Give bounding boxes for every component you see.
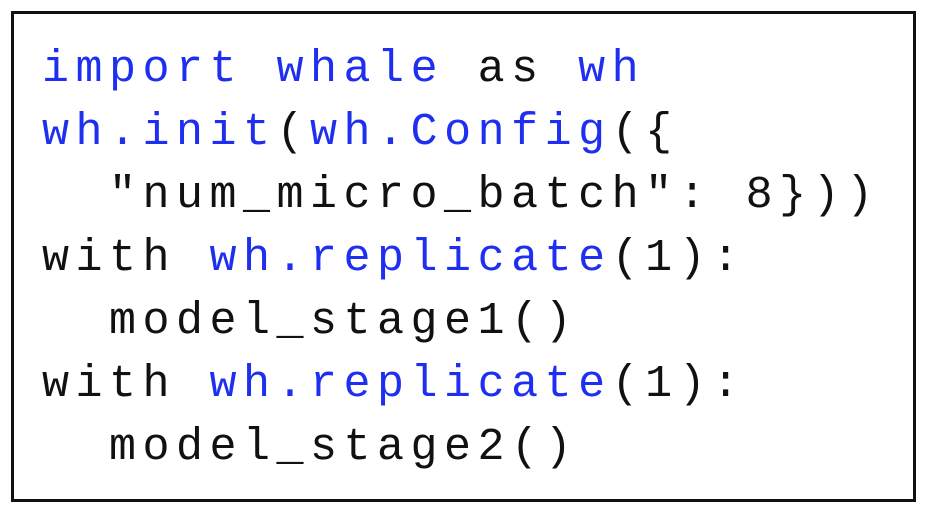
- code-line-1: import whale as wh: [42, 38, 880, 101]
- code-line-2: wh.init(wh.Config({: [42, 101, 880, 164]
- code-text: (: [276, 107, 311, 158]
- code-text: (1):: [611, 233, 746, 284]
- module-alias: wh: [578, 44, 646, 95]
- module-name: whale: [276, 44, 445, 95]
- config-argument: "num_micro_batch": 8})): [42, 170, 880, 221]
- keyword-with: with: [42, 233, 210, 284]
- keyword-as: as: [444, 44, 579, 95]
- function-call: wh.replicate: [209, 233, 612, 284]
- code-line-4: with wh.replicate(1):: [42, 227, 880, 290]
- code-line-6: with wh.replicate(1):: [42, 353, 880, 416]
- function-call: wh.replicate: [209, 359, 612, 410]
- code-line-7: model_stage2(): [42, 416, 880, 479]
- code-text: [243, 44, 277, 95]
- code-text: (1):: [611, 359, 746, 410]
- model-stage-call: model_stage2(): [42, 422, 579, 473]
- model-stage-call: model_stage1(): [42, 296, 579, 347]
- function-call: wh.init: [42, 107, 277, 158]
- code-line-3: "num_micro_batch": 8})): [42, 164, 880, 227]
- keyword-import: import: [42, 44, 244, 95]
- code-line-5: model_stage1(): [42, 290, 880, 353]
- code-text: ({: [611, 107, 679, 158]
- keyword-with: with: [42, 359, 210, 410]
- function-call: wh.Config: [310, 107, 612, 158]
